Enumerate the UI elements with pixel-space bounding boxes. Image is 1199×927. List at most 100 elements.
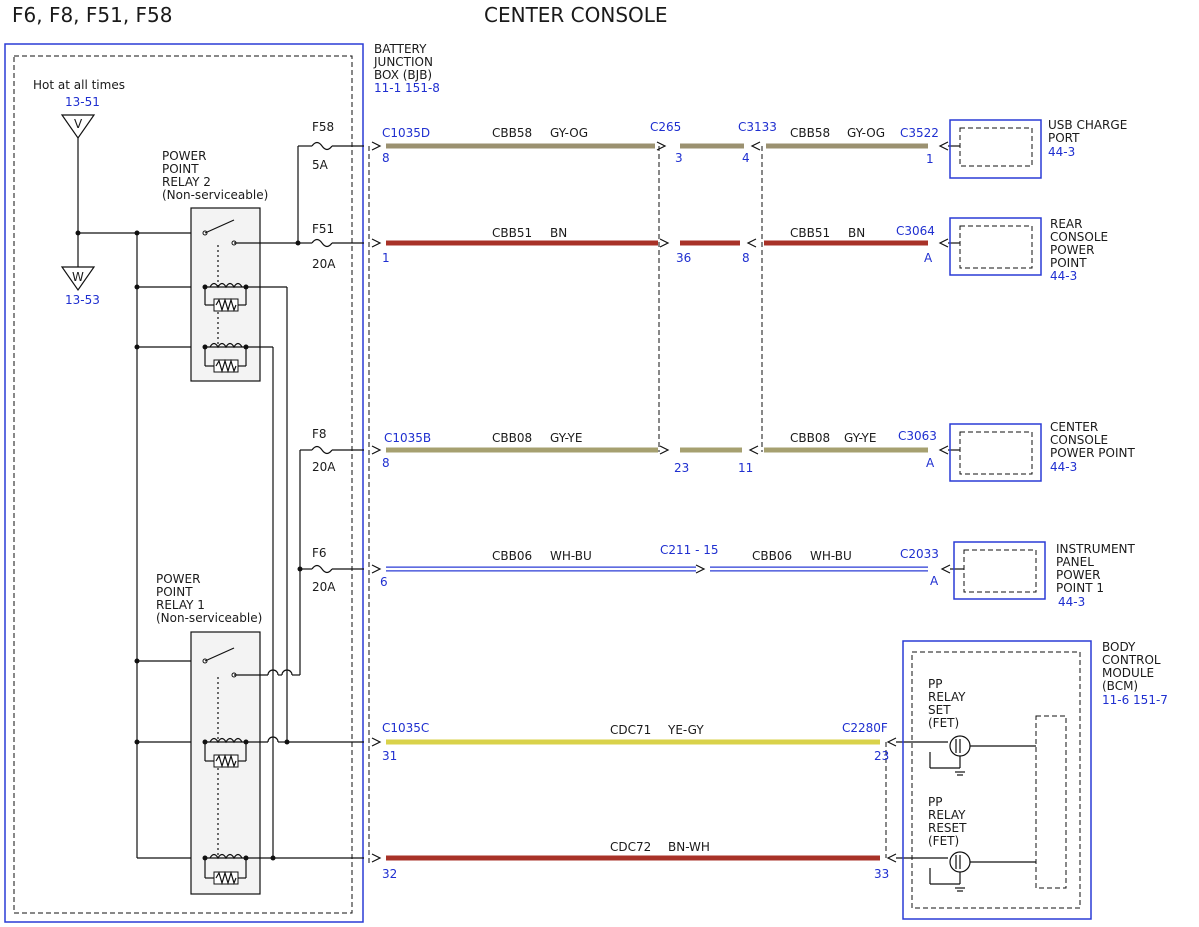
fet-reset-icon	[929, 851, 1036, 892]
relay-2-label: POWER POINT RELAY 2 (Non-serviceable)	[162, 149, 268, 202]
svg-text:REAR: REAR	[1050, 217, 1082, 231]
power-top-ref: 13-51	[65, 95, 100, 109]
circuit-cdc72: 32 CDC72 BN-WH 33	[371, 840, 948, 881]
svg-text:23: 23	[674, 461, 689, 475]
svg-text:44-3: 44-3	[1050, 460, 1077, 474]
rear-console-power-point: REAR CONSOLE POWER POINT 44-3	[949, 217, 1108, 283]
circuit-cbb08: C1035B 8 CBB08 GY-YE 23 11 CBB08 GY-YE C…	[371, 429, 960, 475]
svg-text:11-1 151-8: 11-1 151-8	[374, 81, 440, 95]
svg-text:44-3: 44-3	[1058, 595, 1085, 609]
svg-text:POWER: POWER	[156, 572, 200, 586]
svg-text:C2033: C2033	[900, 547, 939, 561]
relay-1	[190, 631, 261, 895]
svg-text:8: 8	[382, 151, 390, 165]
svg-text:PORT: PORT	[1048, 131, 1080, 145]
svg-text:(Non-serviceable): (Non-serviceable)	[162, 188, 268, 202]
svg-text:CBB08: CBB08	[790, 431, 830, 445]
svg-text:WH-BU: WH-BU	[550, 549, 592, 563]
center-console-power-point: CENTER CONSOLE POWER POINT 44-3	[949, 420, 1135, 482]
svg-text:(Non-serviceable): (Non-serviceable)	[156, 611, 262, 625]
svg-text:C3133: C3133	[738, 120, 777, 134]
svg-text:36: 36	[676, 251, 691, 265]
svg-text:A: A	[926, 456, 935, 470]
svg-text:4: 4	[742, 151, 750, 165]
svg-text:CONSOLE: CONSOLE	[1050, 433, 1108, 447]
svg-text:20A: 20A	[312, 580, 336, 594]
power-bottom-ref: 13-53	[65, 293, 100, 307]
svg-text:BODY: BODY	[1102, 640, 1136, 654]
svg-text:CBB58: CBB58	[790, 126, 830, 140]
fuse-f51: F51 20A	[295, 222, 364, 271]
body-control-module: BODY CONTROL MODULE (BCM) 11-6 151-7 PP …	[902, 640, 1168, 920]
svg-text:POWER: POWER	[1056, 568, 1100, 582]
svg-text:33: 33	[874, 867, 889, 881]
fuse-f58: F58 5A	[297, 120, 364, 243]
svg-text:POINT 1: POINT 1	[1056, 581, 1104, 595]
bjb-outline	[4, 43, 364, 923]
relay-1-label: POWER POINT RELAY 1 (Non-serviceable)	[156, 572, 262, 625]
circuit-cdc71: C1035C 31 CDC71 YE-GY C2280F 23	[371, 721, 948, 763]
svg-text:44-3: 44-3	[1050, 269, 1077, 283]
svg-text:POINT: POINT	[156, 585, 193, 599]
svg-text:BN: BN	[550, 226, 567, 240]
svg-text:A: A	[924, 251, 933, 265]
svg-text:CONSOLE: CONSOLE	[1050, 230, 1108, 244]
svg-text:CBB58: CBB58	[492, 126, 532, 140]
svg-text:C211 - 15: C211 - 15	[660, 543, 719, 557]
svg-text:V: V	[74, 117, 83, 131]
svg-text:BN-WH: BN-WH	[668, 840, 710, 854]
svg-text:GY-YE: GY-YE	[844, 431, 876, 445]
svg-text:JUNCTION: JUNCTION	[373, 55, 433, 69]
svg-text:MODULE: MODULE	[1102, 666, 1154, 680]
fuse-f6: F6 20A	[297, 546, 364, 594]
svg-text:C3064: C3064	[896, 224, 935, 238]
svg-text:CONTROL: CONTROL	[1102, 653, 1161, 667]
svg-text:32: 32	[382, 867, 397, 881]
circuit-cbb51: 1 CBB51 BN 36 8 CBB51 BN C3064 A	[371, 224, 960, 265]
svg-text:C1035B: C1035B	[384, 431, 431, 445]
svg-text:RELAY: RELAY	[928, 808, 966, 822]
svg-text:PP: PP	[928, 795, 942, 809]
splice-w-icon: W	[60, 266, 96, 292]
bjb-inner-dashed	[13, 55, 353, 914]
svg-text:CDC72: CDC72	[610, 840, 651, 854]
svg-text:POINT: POINT	[1050, 256, 1087, 270]
svg-text:6: 6	[380, 575, 388, 589]
svg-text:1: 1	[382, 251, 390, 265]
svg-text:(BCM): (BCM)	[1102, 679, 1138, 693]
usb-charge-port: USB CHARGE PORT 44-3	[949, 118, 1127, 179]
svg-text:BATTERY: BATTERY	[374, 42, 427, 56]
svg-text:5A: 5A	[312, 158, 329, 172]
svg-text:BN: BN	[848, 226, 865, 240]
svg-text:44-3: 44-3	[1048, 145, 1075, 159]
svg-text:PP: PP	[928, 677, 942, 691]
svg-text:F58: F58	[312, 120, 334, 134]
svg-text:POWER POINT: POWER POINT	[1050, 446, 1135, 460]
svg-text:W: W	[72, 270, 84, 284]
svg-text:RELAY: RELAY	[928, 690, 966, 704]
svg-text:11: 11	[738, 461, 753, 475]
svg-text:CBB51: CBB51	[790, 226, 830, 240]
svg-text:CBB06: CBB06	[492, 549, 532, 563]
svg-text:8: 8	[742, 251, 750, 265]
svg-text:C1035D: C1035D	[382, 126, 430, 140]
svg-text:YE-GY: YE-GY	[667, 723, 704, 737]
svg-text:CENTER: CENTER	[1050, 420, 1098, 434]
svg-text:(FET): (FET)	[928, 834, 959, 848]
page-title-center: CENTER CONSOLE	[484, 3, 668, 27]
svg-text:WH-BU: WH-BU	[810, 549, 852, 563]
svg-text:C3063: C3063	[898, 429, 937, 443]
power-label: Hot at all times	[33, 78, 125, 92]
fet-set-icon	[929, 735, 1036, 776]
svg-text:F8: F8	[312, 427, 327, 441]
circuit-cbb06: 6 CBB06 WH-BU C211 - 15 CBB06 WH-BU C203…	[371, 543, 964, 589]
svg-text:USB CHARGE: USB CHARGE	[1048, 118, 1127, 132]
svg-text:C3522: C3522	[900, 126, 939, 140]
svg-text:F51: F51	[312, 222, 334, 236]
fuse-f8: F8 20A	[300, 427, 364, 474]
svg-text:SET: SET	[928, 703, 951, 717]
svg-text:1: 1	[926, 152, 934, 166]
bjb-label: BATTERY JUNCTION BOX (BJB) 11-1 151-8	[373, 42, 440, 95]
instrument-panel-power-point-1: INSTRUMENT PANEL POWER POINT 1 44-3	[953, 541, 1135, 609]
svg-text:23: 23	[874, 749, 889, 763]
